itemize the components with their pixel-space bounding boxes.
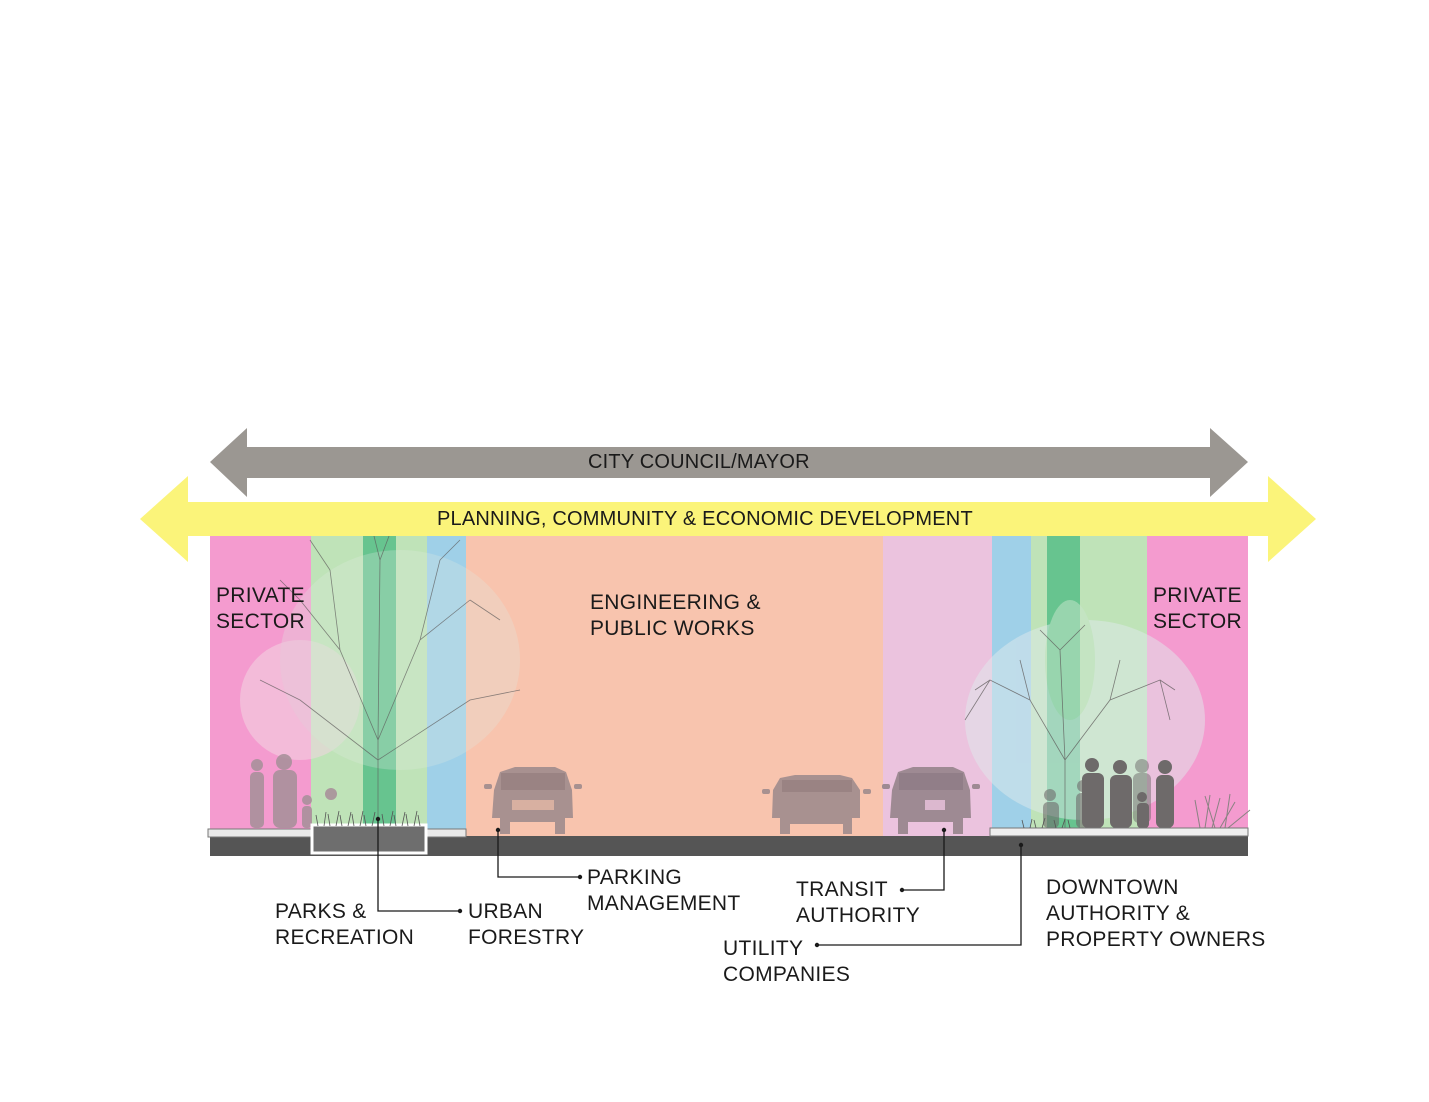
- pedestrians-right-icon: [1043, 758, 1174, 828]
- leader-transit-authority: [902, 830, 945, 891]
- leader-urban-forestry: [377, 819, 460, 912]
- city-council-label: CITY COUNCIL/MAYOR: [588, 451, 810, 473]
- private-sector-left-label: PRIVATE SECTOR: [216, 584, 305, 633]
- parks-recreation-label: PARKS & RECREATION: [275, 900, 415, 949]
- utility-companies-label: UTILITY COMPANIES: [723, 937, 851, 986]
- curb-left: [425, 828, 467, 838]
- tree-left-branches-icon: [259, 519, 521, 830]
- leader-dots: [375, 816, 1024, 948]
- city-council-arrow: [210, 428, 1248, 497]
- tree-right-branches-icon: [964, 624, 1176, 830]
- sidewalk-left: [207, 828, 313, 838]
- pedestrians-left-icon: [250, 754, 337, 828]
- street-ground: [207, 823, 1249, 856]
- planter-grass-icon: [315, 810, 421, 827]
- planter-box: [310, 823, 428, 855]
- zone-parks-left-b: [396, 536, 427, 856]
- leader-parking-management: [497, 830, 580, 878]
- leader-utility-companies: [817, 845, 1022, 946]
- downtown-authority-label: DOWNTOWN AUTHORITY & PROPERTY OWNERS: [1046, 876, 1266, 951]
- car-travel-lane-icon: [762, 775, 871, 834]
- car-transit-icon: [882, 767, 980, 834]
- transit-authority-label: TRANSIT AUTHORITY: [796, 878, 921, 927]
- shrub-icon: [1194, 793, 1251, 829]
- leader-lines: [377, 819, 1022, 946]
- parking-management-label: PARKING MANAGEMENT: [587, 866, 741, 915]
- planning-arrow: [140, 476, 1316, 562]
- urban-forestry-label: URBAN FORESTRY: [468, 900, 585, 949]
- engineering-label: ENGINEERING & PUBLIC WORKS: [590, 591, 761, 640]
- car-parking-left-icon: [484, 767, 582, 834]
- sidewalk-right: [989, 827, 1249, 837]
- zone-utility-left: [427, 536, 466, 856]
- planning-label: PLANNING, COMMUNITY & ECONOMIC DEVELOPME…: [437, 508, 973, 530]
- private-sector-right-label: PRIVATE SECTOR: [1153, 584, 1242, 633]
- sidewalk-grass-icon: [1021, 817, 1071, 829]
- road-surface: [210, 836, 1248, 856]
